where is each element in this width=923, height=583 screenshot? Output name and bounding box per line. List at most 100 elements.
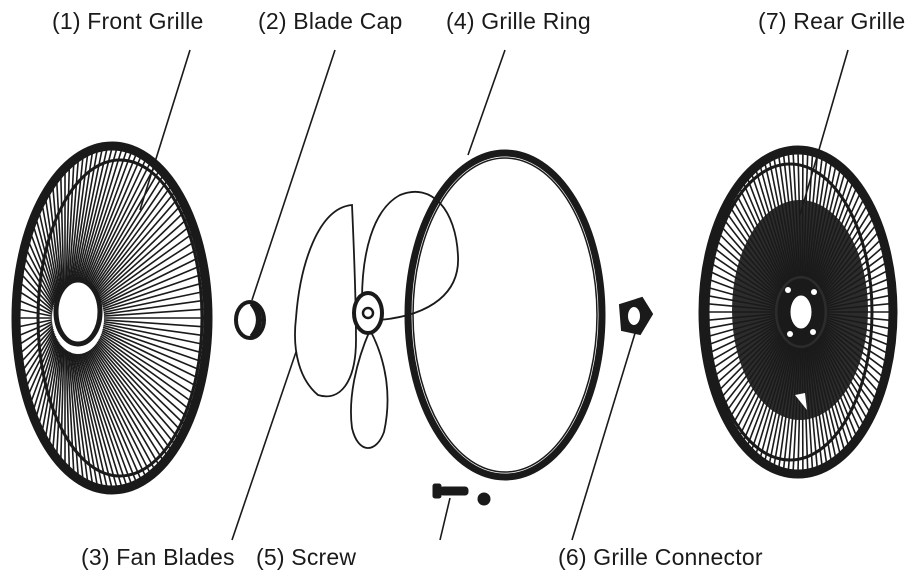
grille-spoke — [91, 174, 164, 289]
grille-spoke — [17, 319, 53, 328]
grille-spoke — [73, 353, 99, 487]
grille-spoke — [82, 151, 133, 284]
grille-spoke — [19, 324, 54, 354]
grille-spoke — [95, 197, 180, 294]
grille-spoke — [96, 341, 183, 433]
grille-spoke — [18, 299, 53, 315]
grille-spoke — [74, 148, 103, 283]
grille-spoke — [25, 248, 55, 304]
grille-connector — [618, 296, 654, 336]
grille-spoke — [90, 170, 160, 288]
grille-spoke — [78, 353, 118, 489]
grille-spoke — [52, 345, 63, 451]
grille-spoke — [94, 191, 176, 292]
grille-spoke — [67, 351, 80, 477]
grille-spoke — [74, 353, 103, 488]
front-grille-spokes — [17, 147, 206, 489]
screw — [432, 483, 491, 506]
grille-spoke — [89, 166, 156, 287]
grille-spoke — [29, 232, 57, 301]
grille-spoke — [18, 322, 53, 346]
grille-spoke — [78, 147, 118, 283]
grille-spoke — [86, 158, 147, 285]
grille-spoke — [75, 148, 108, 283]
grille-spoke — [102, 273, 204, 310]
grille-spoke — [79, 353, 123, 488]
grille-spoke — [18, 290, 53, 314]
grille-spoke — [98, 217, 189, 298]
grille-spoke — [77, 147, 113, 283]
grille-spoke — [29, 335, 57, 404]
label-blade-cap: (2) Blade Cap — [258, 8, 403, 34]
grille-spoke — [94, 344, 176, 445]
grille-spoke — [85, 155, 142, 285]
grille-spoke — [81, 353, 128, 487]
grille-spoke — [17, 308, 53, 317]
grille-spoke — [60, 175, 65, 288]
grille-spoke — [23, 256, 55, 306]
grille-spoke — [96, 203, 183, 295]
front-grille — [11, 141, 213, 495]
grille-spoke — [27, 333, 56, 396]
grille-spoke — [67, 159, 80, 285]
grille-spoke — [69, 156, 84, 284]
grille-spoke — [71, 353, 94, 485]
grille-spoke — [87, 162, 151, 286]
grille-spoke — [21, 328, 54, 371]
grille-spoke — [69, 352, 84, 480]
grille-spoke — [32, 225, 57, 299]
grille-spoke — [99, 224, 192, 300]
label-front-grille: (1) Front Grille — [52, 8, 204, 34]
grille-spoke — [103, 308, 206, 317]
grille-spoke — [93, 185, 172, 291]
label-grille-ring: (4) Grille Ring — [446, 8, 591, 34]
label-fan-blades: (3) Fan Blades — [81, 544, 235, 570]
grille-spoke — [82, 352, 133, 485]
grille-spoke — [86, 351, 147, 478]
grille-spoke — [66, 162, 75, 286]
grille-spoke — [83, 153, 138, 284]
grille-spoke — [20, 326, 54, 363]
grille-spoke — [70, 153, 89, 284]
grille-spoke — [92, 180, 168, 290]
leader-screw — [439, 497, 451, 541]
grille-spoke — [100, 240, 197, 303]
grille-spoke — [70, 352, 89, 483]
grille-spoke — [101, 256, 201, 306]
grille-spoke — [20, 273, 54, 310]
label-grille-connector: (6) Grille Connector — [558, 544, 763, 570]
grille-spoke — [75, 353, 108, 488]
grille-spoke — [100, 333, 197, 396]
grille-spoke — [35, 338, 58, 419]
grille-spoke — [103, 290, 205, 314]
front-grille-rim — [11, 141, 213, 495]
grille-spoke — [101, 331, 199, 388]
label-screw: (5) Screw — [256, 544, 357, 570]
grille-spoke — [98, 338, 189, 419]
grille-spoke — [102, 264, 202, 308]
grille-spoke — [89, 349, 156, 470]
grille-spoke — [87, 350, 151, 474]
grille-spoke — [97, 210, 186, 296]
rear-grille-hub — [777, 278, 825, 410]
grille-spoke — [103, 324, 205, 355]
grille-spoke — [23, 330, 55, 380]
leader-front-grille — [139, 49, 191, 211]
grille-spoke — [99, 336, 192, 412]
grille-spoke — [60, 348, 65, 461]
grille-spoke — [41, 341, 60, 432]
grille-spoke — [18, 321, 53, 337]
grille-spoke — [103, 321, 206, 337]
grille-spoke — [44, 343, 61, 439]
leader-blade-cap — [251, 49, 336, 301]
leader-fan-blades — [231, 351, 297, 541]
front-grille-hub — [53, 277, 103, 347]
grille-spoke — [55, 347, 64, 456]
grille-spoke — [52, 185, 63, 291]
grille-spoke — [65, 166, 71, 286]
grille-spoke — [32, 337, 57, 411]
grille-spoke — [65, 350, 71, 470]
grille-spoke — [44, 197, 61, 293]
grille-spoke — [73, 149, 99, 283]
grille-spoke — [91, 347, 164, 462]
